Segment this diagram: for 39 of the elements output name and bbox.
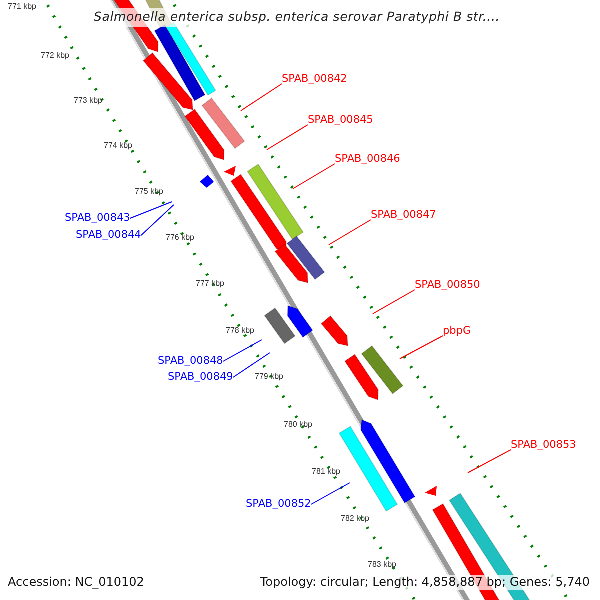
leader-line xyxy=(310,482,350,505)
position-label: 776 kbp xyxy=(166,233,194,242)
leader-line xyxy=(222,340,262,362)
gene-label: SPAB_00853 xyxy=(511,439,576,452)
leader-line xyxy=(240,84,282,112)
leader-line xyxy=(292,164,336,190)
accession-label: Accession: NC_010102 xyxy=(8,575,144,590)
position-label: 778 kbp xyxy=(226,326,254,335)
position-label: 780 kbp xyxy=(284,420,312,429)
leader-line xyxy=(140,204,174,236)
gene-label: SPAB_00844 xyxy=(76,229,142,242)
gene-label: SPAB_00847 xyxy=(371,209,436,222)
leader-line xyxy=(232,352,270,378)
leader-line xyxy=(372,290,416,314)
leader-line xyxy=(328,220,372,246)
gene-label: SPAB_00845 xyxy=(308,114,374,127)
position-label: 777 kbp xyxy=(196,279,224,288)
gene-label: pbpG xyxy=(443,325,472,338)
gene-label: SPAB_00852 xyxy=(246,498,312,511)
position-label: 775 kbp xyxy=(135,187,164,196)
position-label: 774 kbp xyxy=(104,141,132,150)
position-label: 779 kbp xyxy=(255,372,284,381)
position-label: 781 kbp xyxy=(312,467,340,476)
genome-info-label: Topology: circular; Length: 4,858,887 bp; Genes: 5,740 xyxy=(260,575,590,590)
gene-label: SPAB_00849 xyxy=(168,371,234,384)
leader-line xyxy=(400,336,444,360)
leader-line xyxy=(468,450,512,474)
position-label: 782 kbp xyxy=(341,514,370,523)
leader-line xyxy=(266,124,308,150)
position-label: 773 kbp xyxy=(74,96,102,105)
position-label: 772 kbp xyxy=(41,51,70,60)
gene-label: SPAB_00846 xyxy=(335,153,400,166)
gene-label: SPAB_00850 xyxy=(415,279,480,292)
position-label: 783 kbp xyxy=(368,560,396,569)
leader-line xyxy=(130,202,172,219)
gene-label: SPAB_00843 xyxy=(65,212,130,225)
gene-label: SPAB_00842 xyxy=(282,73,348,86)
position-label: 771 kbp xyxy=(8,2,36,11)
gene-label: SPAB_00848 xyxy=(158,355,224,368)
